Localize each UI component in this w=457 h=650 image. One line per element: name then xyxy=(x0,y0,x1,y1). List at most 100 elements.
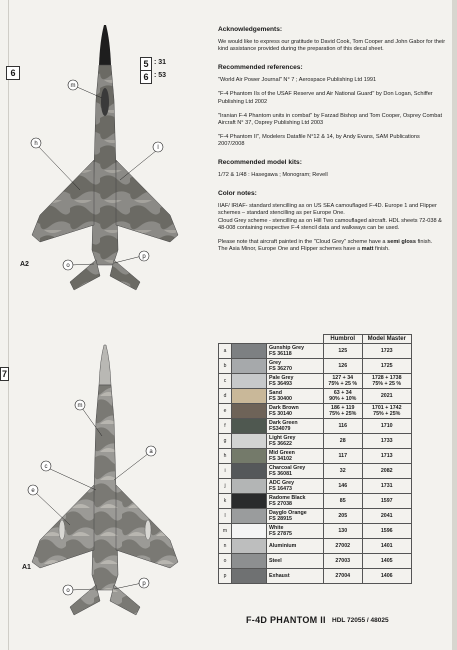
color-swatch xyxy=(231,508,267,524)
model-master-code: 2082 xyxy=(361,463,412,479)
references-section: Recommended references: "World Air Power… xyxy=(218,64,446,148)
color-swatch xyxy=(231,343,267,359)
scheme-6-marker: 6 xyxy=(6,66,20,80)
color-letter: b xyxy=(218,358,232,374)
col-model-master: Model Master xyxy=(361,334,412,344)
humbrol-code: 126 xyxy=(323,358,363,374)
color-letter: o xyxy=(218,553,232,569)
color-letter: j xyxy=(218,478,232,494)
label-a2: A2 xyxy=(20,261,29,268)
model-master-code: 1596 xyxy=(361,523,412,539)
radome xyxy=(99,25,111,65)
humbrol-code: 27002 xyxy=(323,538,363,554)
color-swatch xyxy=(231,493,267,509)
humbrol-code: 146 xyxy=(323,478,363,494)
aircraft-top-view: m l h o p xyxy=(30,25,179,291)
color-notes-section: Color notes: IIAF/ IRIAF- standard stenc… xyxy=(218,190,446,253)
callout-bottom-a: a xyxy=(149,449,153,455)
decal-5-value: : 31 xyxy=(154,59,167,66)
humbrol-code: 117 xyxy=(323,448,363,464)
color-letter: m xyxy=(218,523,232,539)
decal-5-marker: 5 xyxy=(140,57,152,71)
label-a1: A1 xyxy=(22,564,31,571)
humbrol-code: 125 xyxy=(323,343,363,359)
callout-top-m: m xyxy=(71,83,76,89)
color-swatch xyxy=(231,523,267,539)
left-tailplane xyxy=(69,259,101,291)
color-name: Steel xyxy=(266,553,324,569)
color-letter: h xyxy=(218,448,232,464)
color-swatch xyxy=(231,388,267,404)
color-notes-p1: IIAF/ IRIAF- standard stencilling as on … xyxy=(218,203,437,217)
humbrol-code: 32 xyxy=(323,463,363,479)
decal-6-value: : 53 xyxy=(154,72,167,79)
scheme-7-marker: 7 xyxy=(0,367,9,381)
humbrol-code: 205 xyxy=(323,508,363,524)
reference-item: "F-4 Phantom II", Modelers Datafile N°12… xyxy=(218,133,420,147)
reference-item: "F-4 Phantom IIs of the USAF Reserve and… xyxy=(218,91,433,105)
reference-item: "Iranian F-4 Phantom units in combat" by… xyxy=(218,112,442,126)
color-notes-heading: Color notes: xyxy=(218,190,257,198)
humbrol-code: 116 xyxy=(323,418,363,434)
model-master-code: 2021 xyxy=(361,388,412,404)
color-notes-p4: The Asia Minor, Europe One and Flipper s… xyxy=(218,245,390,252)
callout-bottom-p: p xyxy=(142,581,146,587)
model-master-code: 1597 xyxy=(361,493,412,509)
reference-item: "World Air Power Journal" N° 7 ; Aerospa… xyxy=(218,77,377,84)
right-tailplane xyxy=(109,259,141,291)
color-letter: k xyxy=(218,493,232,509)
product-title: F-4D PHANTOM II xyxy=(246,615,326,625)
aircraft-bottom-view: m c e a o p xyxy=(27,344,179,616)
model-master-code: 1710 xyxy=(361,418,412,434)
decal-6-marker: 6 xyxy=(140,70,152,84)
callout-top-p: p xyxy=(142,254,146,260)
color-letter: g xyxy=(218,433,232,449)
callout-bottom-m: m xyxy=(78,403,83,409)
color-swatch xyxy=(231,373,267,389)
color-name: Aluminium xyxy=(266,538,324,554)
color-swatch xyxy=(231,463,267,479)
humbrol-code: 85 xyxy=(323,493,363,509)
right-wing xyxy=(115,159,179,243)
color-swatch xyxy=(231,358,267,374)
color-swatch xyxy=(231,418,267,434)
humbrol-code: 27004 xyxy=(323,568,363,584)
notes-column: Acknowledgements: We would like to expre… xyxy=(218,26,446,264)
callout-bottom-o: o xyxy=(66,588,70,594)
model-master-code: 1405 xyxy=(361,553,412,569)
canopy xyxy=(101,88,109,116)
right-tailplane-underside xyxy=(109,584,141,616)
fuselage-underside xyxy=(91,384,119,591)
model-master-code: 1725 xyxy=(361,358,412,374)
kits-body: 1/72 & 1/48 : Hasegawa ; Monogram; Revel… xyxy=(218,172,328,179)
acknowledgements-heading: Acknowledgements: xyxy=(218,26,283,33)
humbrol-code: 27003 xyxy=(323,553,363,569)
callout-bottom-e: e xyxy=(31,488,35,494)
color-letter: i xyxy=(218,463,232,479)
references-heading: Recommended references: xyxy=(218,64,303,72)
